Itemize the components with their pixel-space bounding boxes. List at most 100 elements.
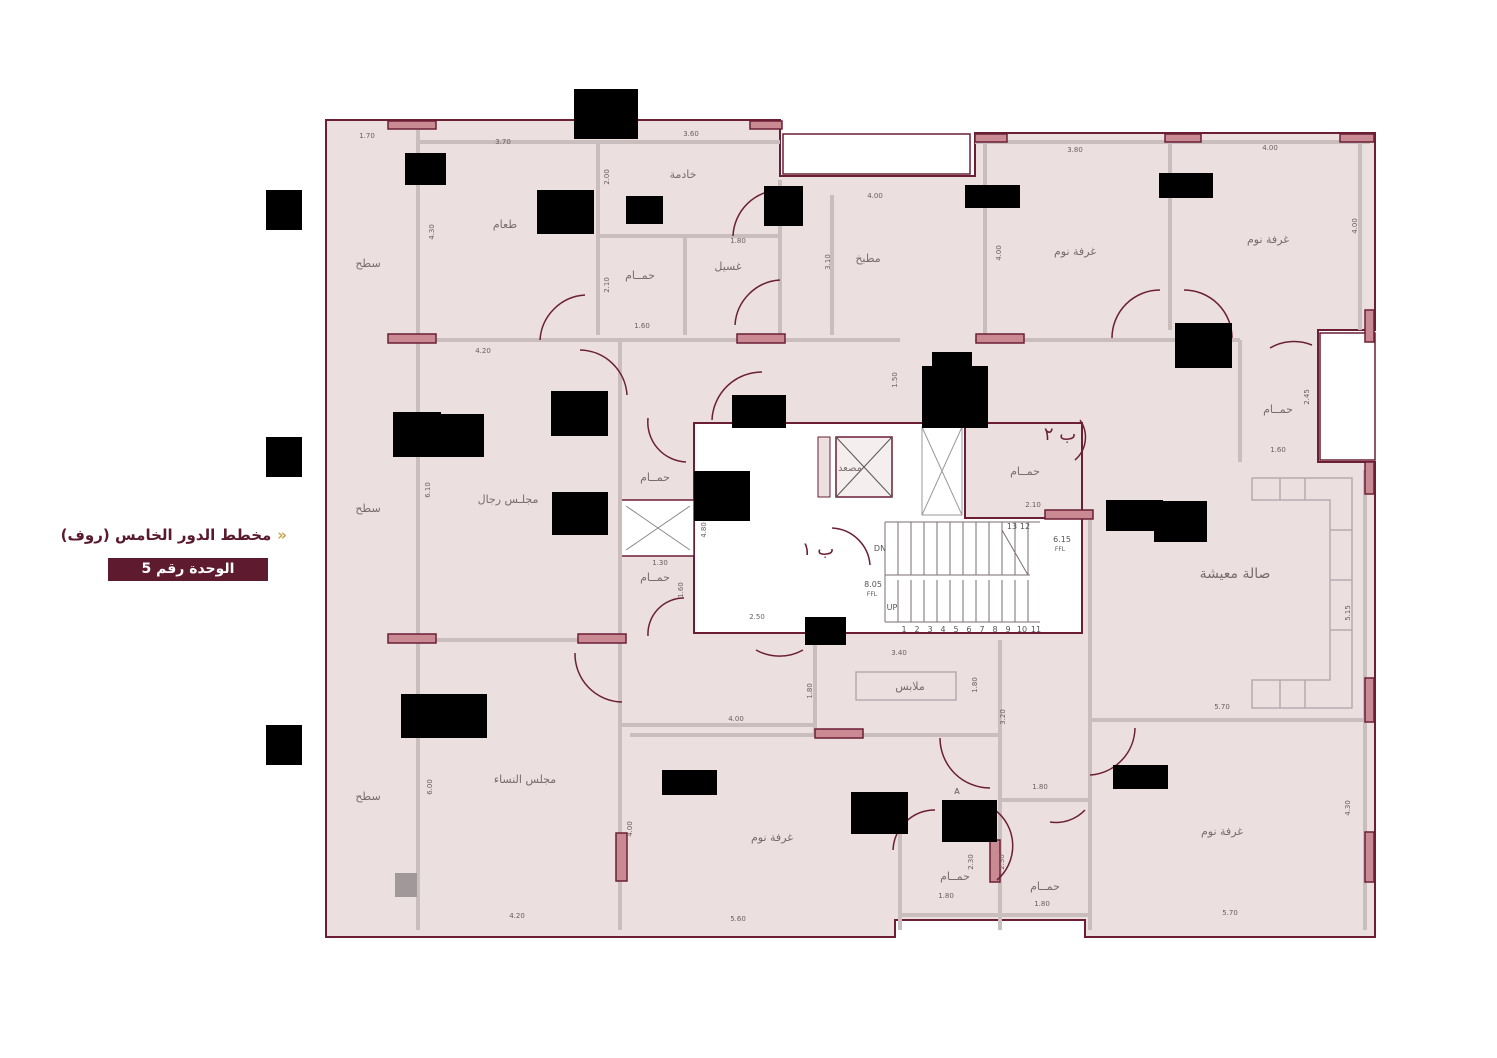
dimension-label: 4.00 [1351,218,1359,234]
chevron-double-icon: « [277,526,287,544]
dimension-label: 3.60 [683,130,699,138]
dimension-label: 6.10 [424,482,432,498]
level-lower: 8.05 [864,580,882,589]
stair-number: 6 [966,625,971,634]
pit-cross-2 [921,426,963,516]
dimension-label: 5.15 [1344,605,1352,621]
dimension-label: 1.80 [806,683,814,699]
dimension-label: 1.30 [652,559,668,567]
closet-unit [855,671,957,701]
room-bath-center-1: حمــام [640,471,670,484]
stair-number: 7 [979,625,984,634]
stair-number: 3 [927,625,932,634]
dimension-label: 1.50 [891,372,899,388]
room-bath-right: حمــام [1263,403,1293,416]
dimension-label: 2.30 [967,854,975,870]
elevator-cross-2 [835,436,893,498]
room-bedroom-bottom-center: غرفة نوم [751,831,793,844]
open-void-bottom [897,922,1083,936]
dimension-label: 3.20 [999,709,1007,725]
dimension-label: 4.30 [428,224,436,240]
elevator-door [817,436,831,498]
room-roof-top: سطح [355,257,380,270]
dimension-label: 2.30 [998,854,1006,870]
room-bath-bottom-1: حمــام [940,870,970,883]
room-mens-majlis: مجلـس رجال [478,493,539,506]
stair-number: 9 [1005,625,1010,634]
dimension-label: 3.70 [495,138,511,146]
open-void-right [1319,332,1376,461]
dimension-label: 2.45 [1303,389,1311,405]
dimension-label: 1.70 [359,132,375,140]
room-womens-majlis: مجلس النساء [494,773,556,786]
stair-number: 10 [1017,625,1027,634]
level-lower-ffl: FFL [867,591,878,598]
sofa [1251,477,1353,709]
dimension-label: 1.80 [1032,783,1048,791]
dimension-label: 5.70 [1222,909,1238,917]
dimension-label: 1.80 [938,892,954,900]
room-kitchen: مطبخ [855,252,880,265]
dimension-label: 4.20 [509,912,525,920]
dimension-label: 2.00 [603,169,611,185]
staircase [884,521,1040,623]
room-roof-bottom: سطح [355,790,380,803]
dimension-label: 1.80 [1034,900,1050,908]
dimension-label: 4.00 [995,245,1003,261]
stair-number: 12 [1020,522,1030,531]
room-living: صالة معيشة [1200,566,1271,582]
dimension-label: 1.60 [1270,446,1286,454]
stair-number: 13 [1007,522,1017,531]
dimension-label: 6.00 [426,779,434,795]
dimension-label: 5.70 [1214,703,1230,711]
stair-number: 8 [992,625,997,634]
drain-box [395,873,417,897]
room-roof-mid: سطح [355,502,380,515]
unit-badge: الوحدة رقم 5 [108,558,268,581]
room-laundry: غسيل [714,260,741,273]
stair-number: 2 [914,625,919,634]
tag-a: A [954,787,960,796]
room-dining: طعام [493,218,517,231]
room-bedroom-bottom-right: غرفة نوم [1201,825,1243,838]
dimension-label: 4.80 [700,522,708,538]
stair-number: 4 [940,625,945,634]
tag-up: UP [887,603,898,612]
dimension-label: 4.20 [475,347,491,355]
room-maid: خادمة [670,168,697,181]
dimension-label: 3.10 [824,254,832,270]
room-bedroom-top-right: غرفة نوم [1247,233,1289,246]
room-bath-b2: حمــام [1010,465,1040,478]
dimension-label: 4.00 [867,192,883,200]
tag-dn: DN [874,544,886,553]
dimension-label: 4.00 [626,821,634,837]
dimension-label: 1.80 [730,237,746,245]
level-upper: 6.15 [1053,535,1071,544]
dimension-label: 2.50 [749,613,765,621]
tag-b2: ب ٢ [1044,424,1076,445]
redacted-blocks [266,89,1232,842]
dimension-label: 4.30 [1344,800,1352,816]
dimension-label: 5.60 [730,915,746,923]
open-void-top [782,133,971,175]
plan-title: « مخطط الدور الخامس (روف) [61,526,287,544]
duct-shaft [619,499,695,557]
dimension-label: 4.00 [728,715,744,723]
room-bedroom-top-left: غرفة نوم [1054,245,1096,258]
dimension-label: 2.10 [1025,501,1041,509]
dimension-label: 4.00 [1262,144,1278,152]
dimension-label: 1.60 [677,582,685,598]
dimension-label: 3.80 [1067,146,1083,154]
dimension-label: 1.80 [971,677,979,693]
duct-cross-2 [625,505,691,551]
plan-title-text: مخطط الدور الخامس (روف) [60,526,272,544]
room-closet: ملابس [895,680,925,693]
room-bath-bottom-2: حمــام [1030,880,1060,893]
level-upper-ffl: FFL [1055,546,1066,553]
dimension-label: 2.10 [603,277,611,293]
tag-b1: ب ١ [802,539,834,560]
bath-b2-area [964,422,1083,519]
room-bath-center-2: حمــام [640,571,670,584]
room-elevator: مصعد [838,463,862,474]
